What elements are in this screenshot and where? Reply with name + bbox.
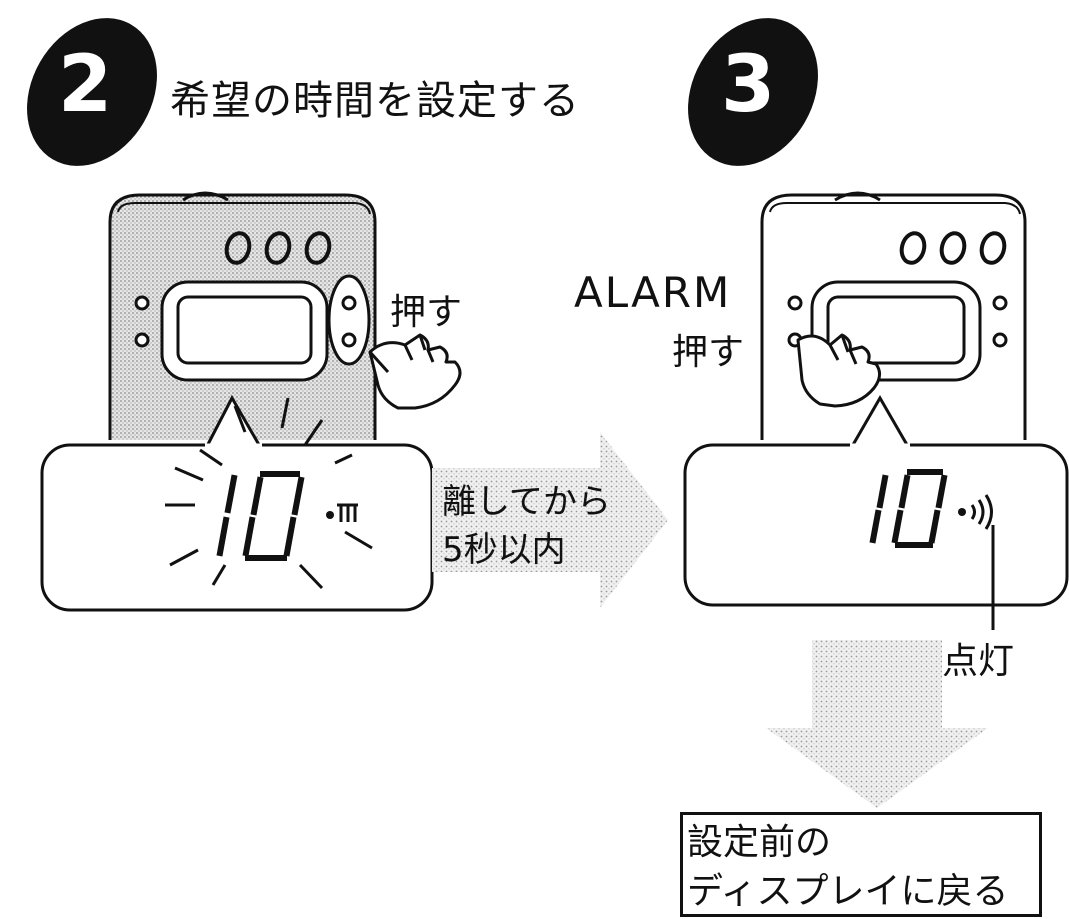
alarm-bell-icon	[326, 503, 358, 522]
top-button-3	[304, 231, 332, 265]
result-note-line1: 設定前の	[687, 822, 832, 863]
arrow-text-line1: 離してから	[442, 482, 611, 522]
highlighted-buttons	[327, 274, 371, 366]
left-timer-device	[108, 191, 377, 451]
top-button-2	[264, 231, 292, 265]
step-2-number: 2	[58, 40, 113, 130]
right-timer-device	[760, 191, 1027, 451]
lit-label: 点灯	[942, 641, 1015, 682]
left-press-label: 押す	[390, 292, 463, 333]
arrow-text-line2: 5秒以内	[442, 530, 566, 570]
hand-pointer-icon	[368, 333, 462, 410]
result-note-line2: ディスプレイに戻る	[687, 871, 1009, 912]
right-lcd-box	[683, 443, 1069, 630]
alarm-indicator-icon	[958, 494, 993, 530]
right-press-label: 押す	[672, 332, 745, 373]
transition-arrow	[432, 432, 668, 608]
top-button-1	[224, 231, 252, 265]
alarm-button-label: ALARM	[574, 268, 732, 317]
step-3-number: 3	[721, 40, 776, 130]
result-note-box	[680, 812, 1042, 917]
step-2-badge	[27, 18, 157, 166]
step-2-title: 希望の時間を設定する	[170, 78, 580, 124]
step-3-badge	[688, 18, 818, 166]
down-arrow	[766, 640, 988, 808]
hand-pointer-icon	[796, 333, 881, 408]
